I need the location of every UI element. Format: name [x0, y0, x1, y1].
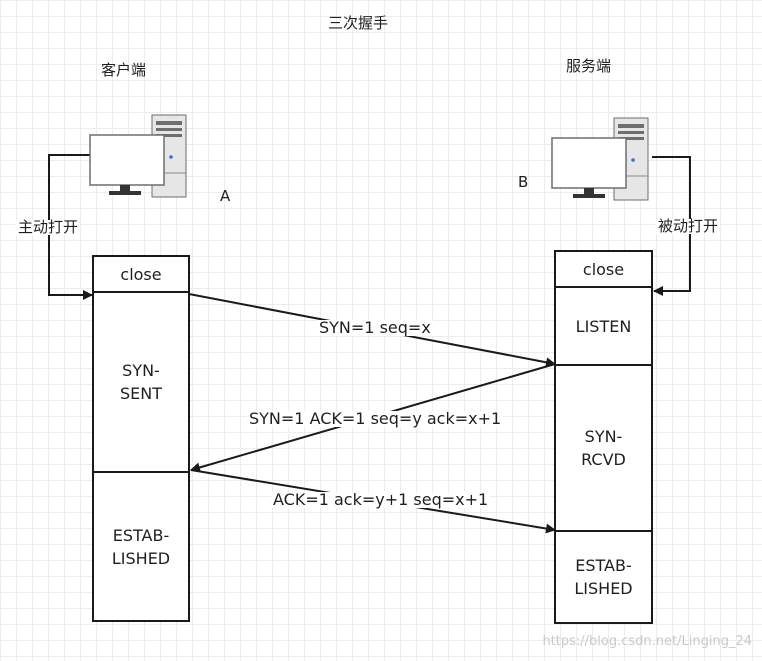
server-state-close: close: [554, 250, 653, 288]
client-state-close-label: close: [120, 264, 162, 284]
ack-message-label: ACK=1 ack=y+1 seq=x+1: [271, 490, 491, 509]
server-open-label: 被动打开: [656, 217, 721, 235]
client-letter: A: [220, 187, 231, 205]
client-state-established: ESTAB- LISHED: [92, 471, 190, 622]
client-title: 客户端: [101, 61, 147, 79]
diagram-title: 三次握手: [328, 14, 389, 32]
server-title: 服务端: [566, 57, 612, 75]
server-state-established-label: ESTAB- LISHED: [574, 556, 633, 598]
server-state-listen-label: LISTEN: [575, 316, 632, 336]
client-state-close: close: [92, 255, 190, 293]
server-letter: B: [518, 173, 529, 191]
server-state-syn-rcvd: SYN- RCVD: [554, 364, 653, 532]
syn-message-label: SYN=1 seq=x: [317, 318, 433, 337]
client-state-established-label: ESTAB- LISHED: [111, 525, 171, 568]
client-open-label: 主动打开: [16, 218, 81, 236]
server-computer-icon: [551, 117, 649, 201]
watermark: https://blog.csdn.net/Linging_24: [542, 634, 752, 649]
client-computer-icon: [89, 114, 187, 198]
server-state-listen: LISTEN: [554, 286, 653, 366]
server-state-close-label: close: [582, 259, 625, 279]
server-state-syn-rcvd-label: SYN- RCVD: [581, 427, 626, 469]
server-state-established: ESTAB- LISHED: [554, 530, 653, 624]
syn-ack-message-label: SYN=1 ACK=1 seq=y ack=x+1: [247, 409, 504, 428]
client-state-syn-sent-label: SYN- SENT: [119, 361, 162, 403]
client-state-syn-sent: SYN- SENT: [92, 291, 190, 473]
